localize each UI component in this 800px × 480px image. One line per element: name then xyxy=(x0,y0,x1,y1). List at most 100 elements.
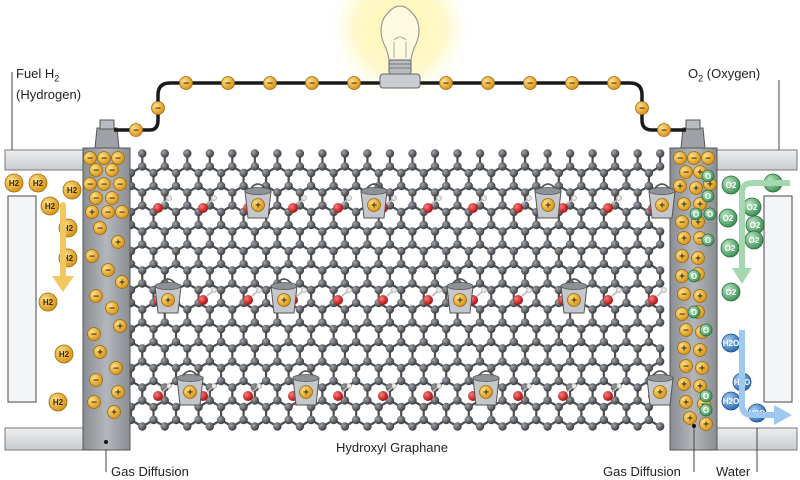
bucket-proton-icon: + xyxy=(653,385,667,399)
carbon-atom xyxy=(216,168,226,178)
carbon-atom xyxy=(318,357,327,366)
carbon-atom xyxy=(622,207,631,217)
carbon-atom xyxy=(295,188,305,197)
carbon-atom xyxy=(622,363,631,373)
carbon-atom xyxy=(329,363,338,373)
carbon-atom xyxy=(453,266,462,275)
carbon-atom xyxy=(633,357,642,366)
fuel-label-sub: 2 xyxy=(54,73,60,84)
carbon-atom xyxy=(183,149,192,158)
carbon-atom xyxy=(250,149,260,158)
carbon-atom xyxy=(554,376,564,386)
svg-text:−: − xyxy=(109,194,115,205)
oxygen-molecule: O2 xyxy=(721,175,741,195)
carbon-atom xyxy=(250,162,260,171)
carbon-atom xyxy=(520,396,530,405)
carbon-atom xyxy=(284,324,293,334)
carbon-atom xyxy=(633,422,642,431)
gas-diffusion-right-label: Gas Diffusion xyxy=(603,464,681,479)
carbon-atom xyxy=(554,246,564,256)
carbon-atom xyxy=(543,227,552,236)
carbon-atom xyxy=(160,227,169,236)
hydrogen-molecule: H2 xyxy=(28,173,48,193)
carbon-atom xyxy=(138,188,147,197)
carbon-atom xyxy=(610,188,620,197)
carbon-atom xyxy=(183,240,192,249)
carbon-atom xyxy=(295,305,305,314)
carbon-atom xyxy=(622,298,631,308)
carbon-atom xyxy=(565,227,575,236)
carbon-atom xyxy=(228,240,237,249)
carbon-atom xyxy=(599,181,609,191)
svg-text:−: − xyxy=(485,79,491,90)
carbon-atom xyxy=(273,422,282,431)
svg-text:O2: O2 xyxy=(726,181,737,190)
carbon-atom xyxy=(273,240,282,249)
carbon-atom xyxy=(419,285,428,295)
carbon-atom xyxy=(655,318,665,327)
oxygen-atom: O xyxy=(701,189,715,203)
carbon-atom xyxy=(160,318,169,327)
carbon-atom xyxy=(554,324,564,334)
carbon-atom xyxy=(205,357,215,366)
carbon-atom xyxy=(644,324,654,334)
carbon-atom xyxy=(565,344,575,353)
carbon-atom xyxy=(149,402,158,412)
oxygen-label-prefix: O xyxy=(688,66,699,81)
carbon-atom xyxy=(284,363,293,373)
hydroxyl-oxygen xyxy=(603,391,613,401)
carbon-atom xyxy=(205,279,215,288)
carbon-atom xyxy=(284,220,293,230)
carbon-atom xyxy=(273,266,282,275)
carbon-atom xyxy=(532,168,541,178)
svg-text:O2: O2 xyxy=(750,221,761,230)
carbon-atom xyxy=(655,240,665,249)
carbon-atom xyxy=(588,422,597,431)
carbon-atom xyxy=(228,201,237,210)
carbon-atom xyxy=(216,402,226,412)
carbon-atom xyxy=(430,227,440,236)
carbon-atom xyxy=(216,181,226,191)
hydroxyl-hydrogen xyxy=(391,287,397,293)
svg-text:−: − xyxy=(91,330,97,341)
electron-icon: − xyxy=(677,287,691,301)
svg-text:H2O: H2O xyxy=(723,397,739,406)
svg-text:+: + xyxy=(681,234,687,245)
carbon-atom xyxy=(363,305,372,314)
proton-icon: + xyxy=(111,235,125,249)
carbon-atom xyxy=(419,376,428,386)
svg-text:+: + xyxy=(119,278,125,289)
carbon-atom xyxy=(239,168,248,178)
proton-icon: + xyxy=(85,205,99,219)
carbon-atom xyxy=(520,318,530,327)
carbon-atom xyxy=(509,337,518,347)
svg-text:+: + xyxy=(679,252,685,263)
hydroxyl-hydrogen xyxy=(211,287,217,293)
carbon-atom xyxy=(633,266,642,275)
carbon-atom xyxy=(194,168,203,178)
carbon-atom xyxy=(599,415,609,425)
carbon-atom xyxy=(554,168,564,178)
carbon-atom xyxy=(149,363,158,373)
svg-text:−: − xyxy=(117,180,123,191)
carbon-atom xyxy=(577,246,586,256)
carbon-atom xyxy=(385,279,395,288)
carbon-atom xyxy=(577,376,586,386)
svg-text:+: + xyxy=(697,382,703,393)
electron-icon: − xyxy=(675,215,689,229)
carbon-atom xyxy=(532,298,541,308)
carbon-atom xyxy=(577,181,586,191)
carbon-atom xyxy=(442,415,451,425)
hydroxyl-hydrogen xyxy=(661,287,667,293)
carbon-atom xyxy=(295,344,305,353)
carbon-atom xyxy=(396,259,406,269)
svg-text:+: + xyxy=(679,272,685,283)
svg-text:−: − xyxy=(155,104,161,115)
carbon-atom xyxy=(565,266,575,275)
carbon-atom xyxy=(385,162,395,171)
carbon-atom xyxy=(138,240,147,249)
carbon-atom xyxy=(374,376,383,386)
carbon-atom xyxy=(565,188,575,197)
carbon-atom xyxy=(430,344,440,353)
carbon-atom xyxy=(183,305,192,314)
